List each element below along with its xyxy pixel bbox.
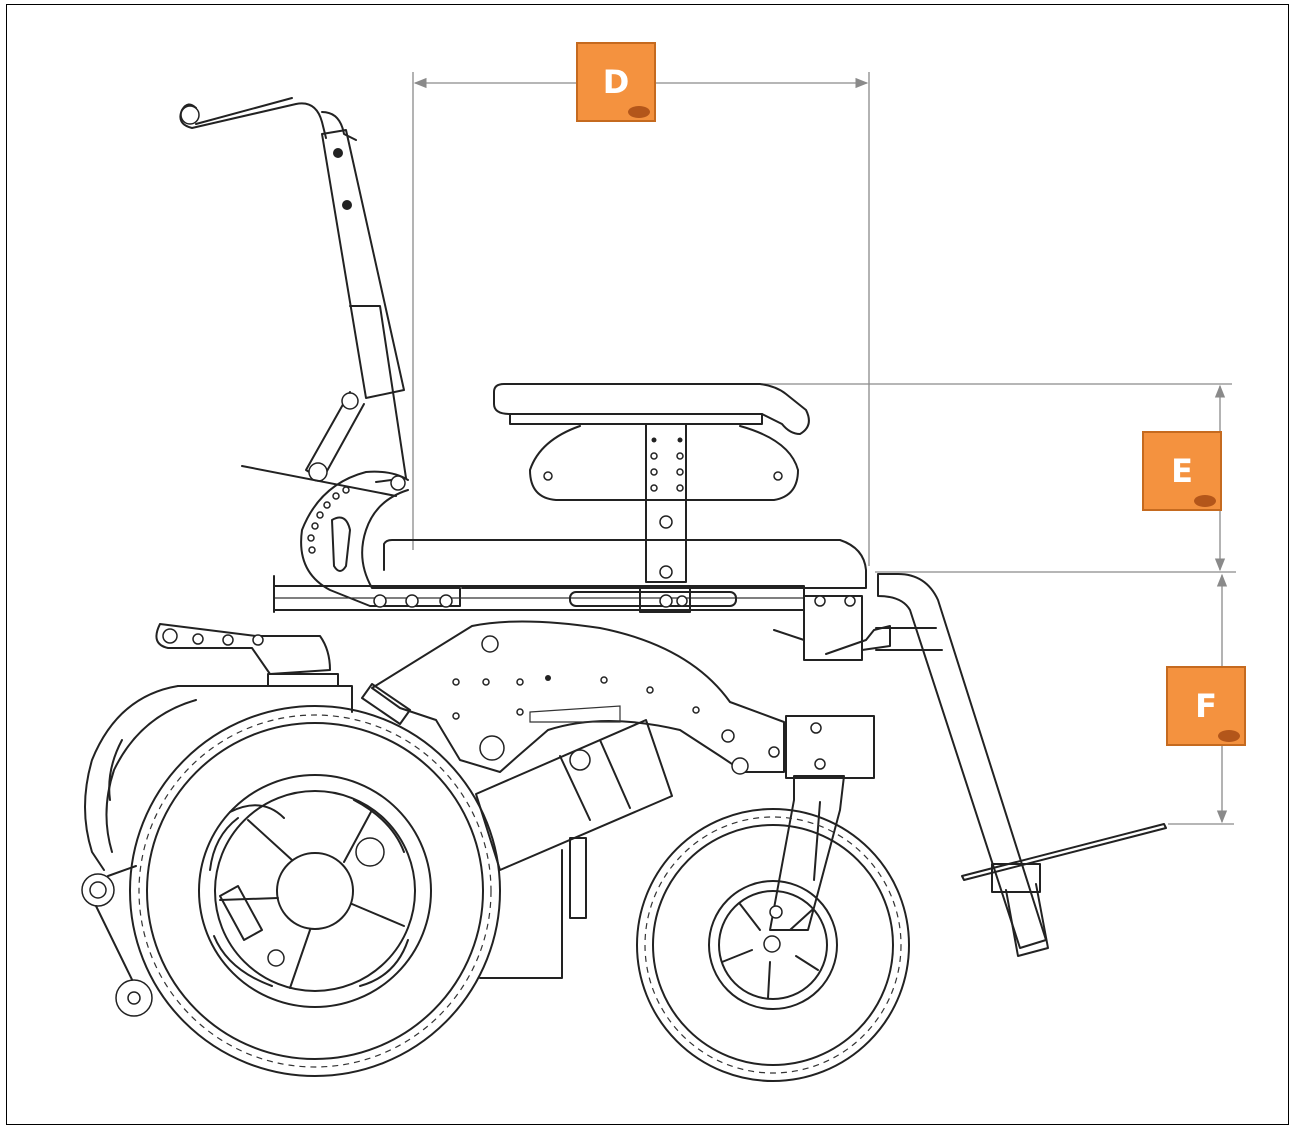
- battery-plate: [155, 623, 339, 687]
- dimension-e: [760, 383, 1236, 573]
- dimension-d: [412, 72, 870, 566]
- label-d-text: D: [602, 63, 630, 101]
- motor: [475, 719, 673, 979]
- diagram-frame: [6, 4, 1289, 1125]
- seat-frame: [273, 539, 891, 661]
- front-caster: [636, 775, 910, 1082]
- label-e: E: [1142, 431, 1222, 511]
- rear-fender: [81, 685, 353, 1017]
- rear-drive-wheel: [129, 705, 501, 1077]
- armrest: [493, 383, 810, 583]
- push-handle: [179, 97, 407, 483]
- label-e-text: E: [1171, 452, 1193, 490]
- recline-adjust-holes: [307, 486, 350, 554]
- recline-mechanism: [241, 391, 461, 607]
- chassis: [361, 620, 875, 779]
- dimension-f: [1168, 573, 1234, 825]
- label-f-text: F: [1195, 687, 1217, 725]
- footrest: [875, 573, 1167, 957]
- label-f: F: [1166, 666, 1246, 746]
- armrest-height-holes: [650, 437, 684, 492]
- label-d: D: [576, 42, 656, 122]
